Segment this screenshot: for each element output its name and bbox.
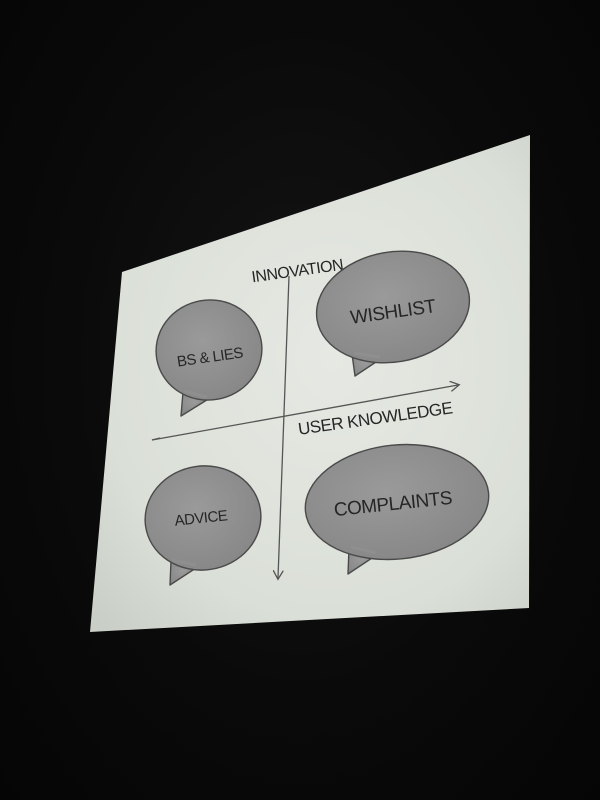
- speech-bubble-top-left: BS & LIES: [155, 299, 263, 417]
- speech-bubble-bottom-left: ADVICE: [144, 465, 262, 586]
- horizontal-axis-tail: [151, 437, 161, 441]
- projection-screen: [90, 135, 530, 632]
- quadrant-label-advice: ADVICE: [174, 507, 229, 529]
- vertical-axis-arrow: [278, 275, 290, 578]
- horizontal-axis-arrow: [151, 385, 458, 441]
- speech-bubble-top-right: WISHLIST: [315, 250, 471, 377]
- speech-bubble-bottom-right: COMPLAINTS: [304, 443, 490, 575]
